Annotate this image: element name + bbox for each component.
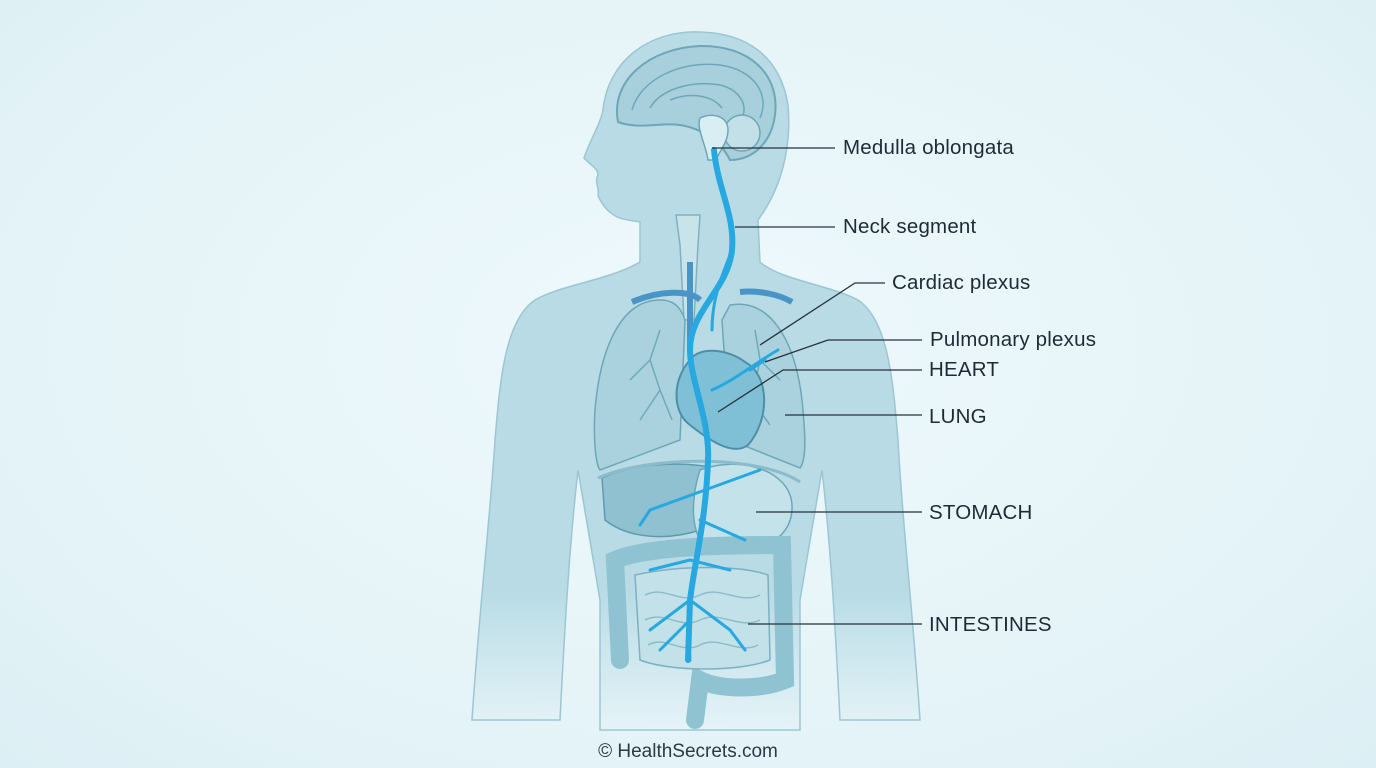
large-intestine (605, 535, 795, 729)
leader-pulmonary (764, 339, 922, 363)
vagus-nerve (638, 147, 780, 663)
leader-lines (712, 147, 922, 625)
leader-cardiac (759, 282, 885, 346)
label-neck-segment: Neck segment (843, 215, 977, 238)
label-stomach: STOMACH (929, 501, 1033, 524)
leader-heart (717, 369, 922, 413)
vagus-nerve-trunk (685, 147, 736, 663)
diaphragm (597, 459, 801, 484)
bronchi (629, 329, 781, 426)
watermark: © HealthSecrets.com (598, 741, 778, 762)
vagus-nerve-branches (638, 248, 780, 662)
label-pulmonary-plexus: Pulmonary plexus (930, 328, 1097, 351)
cerebellum (723, 114, 761, 152)
label-cardiac-plexus: Cardiac plexus (892, 271, 1031, 294)
left-lung (593, 299, 686, 471)
heart (675, 349, 766, 450)
label-lung: LUNG (929, 405, 987, 428)
label-medulla-oblongata: Medulla oblongata (843, 136, 1014, 159)
brain-folds (631, 63, 764, 119)
label-intestines: INTESTINES (929, 613, 1052, 636)
intestine-coils (644, 591, 761, 649)
label-heart: HEART (929, 358, 1000, 381)
